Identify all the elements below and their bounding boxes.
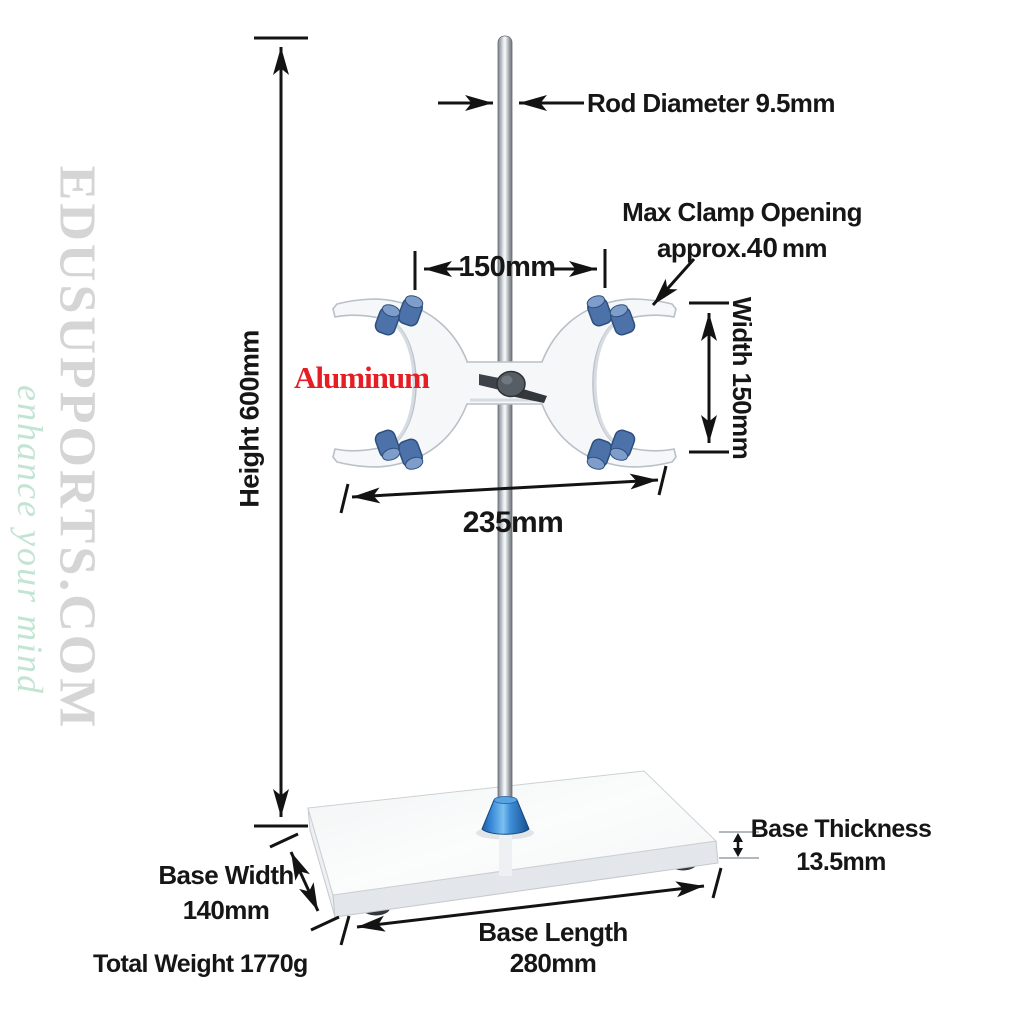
- base-thickness-line1: Base Thickness: [750, 815, 932, 843]
- clamp-width-dimension: [689, 301, 729, 454]
- clamp-opening-leader-arrow: [651, 258, 696, 306]
- max-clamp-unit: mm: [781, 233, 828, 263]
- base-length-line1: Base Length: [478, 917, 628, 947]
- max-clamp-opening-line1: Max Clamp Opening: [622, 197, 862, 227]
- base-length-line2: 280mm: [509, 948, 597, 978]
- clamp-grip: [586, 295, 613, 327]
- height-dimension: [254, 36, 308, 828]
- clamp-grip: [609, 304, 636, 336]
- overall-width-dimension: [339, 465, 668, 514]
- base-width-label: Base Width 140mm: [158, 858, 294, 928]
- base-thickness-line2: 13.5mm: [796, 848, 886, 876]
- clamp-grip: [397, 438, 424, 470]
- base-width-line2: 140mm: [182, 895, 270, 925]
- material-label: Aluminum: [294, 360, 430, 395]
- base-plate: [307, 770, 719, 918]
- base-width-line1: Base Width: [158, 860, 294, 890]
- clamp-shade-left: [393, 322, 416, 444]
- height-label: Height 600mm: [234, 330, 265, 508]
- base-thickness-label: Base Thickness 13.5mm: [751, 813, 932, 879]
- support-rod: [497, 35, 513, 805]
- clamp-grip: [586, 438, 613, 470]
- base-length-dimension: [339, 867, 723, 946]
- clamp-shade-right: [593, 322, 616, 444]
- double-burette-clamp: [332, 295, 677, 470]
- max-clamp-value: 40: [746, 232, 778, 263]
- base-thickness-dimension: [719, 831, 759, 859]
- max-clamp-approx: approx.: [657, 233, 747, 263]
- clamp-grip: [397, 295, 424, 327]
- rod-reflection: [499, 834, 512, 876]
- base-width-dimension: [269, 832, 340, 932]
- base-length-label: Base Length 280mm: [478, 917, 628, 979]
- rod-diameter-label: Rod Diameter 9.5mm: [587, 88, 835, 118]
- rod-base-boss: [481, 796, 530, 835]
- clamp-knob: [479, 370, 547, 403]
- clamp-grip: [374, 304, 401, 336]
- overall-width-label: 235mm: [462, 506, 564, 539]
- total-weight-label: Total Weight 1770g: [93, 950, 308, 978]
- jaw-spacing-label: 150mm: [458, 251, 557, 283]
- clamp-width-label: Width 150mm: [727, 296, 757, 460]
- clamp-grip: [609, 429, 636, 461]
- clamp-grip: [374, 429, 401, 461]
- jaw-spacing-dimension: [413, 249, 607, 290]
